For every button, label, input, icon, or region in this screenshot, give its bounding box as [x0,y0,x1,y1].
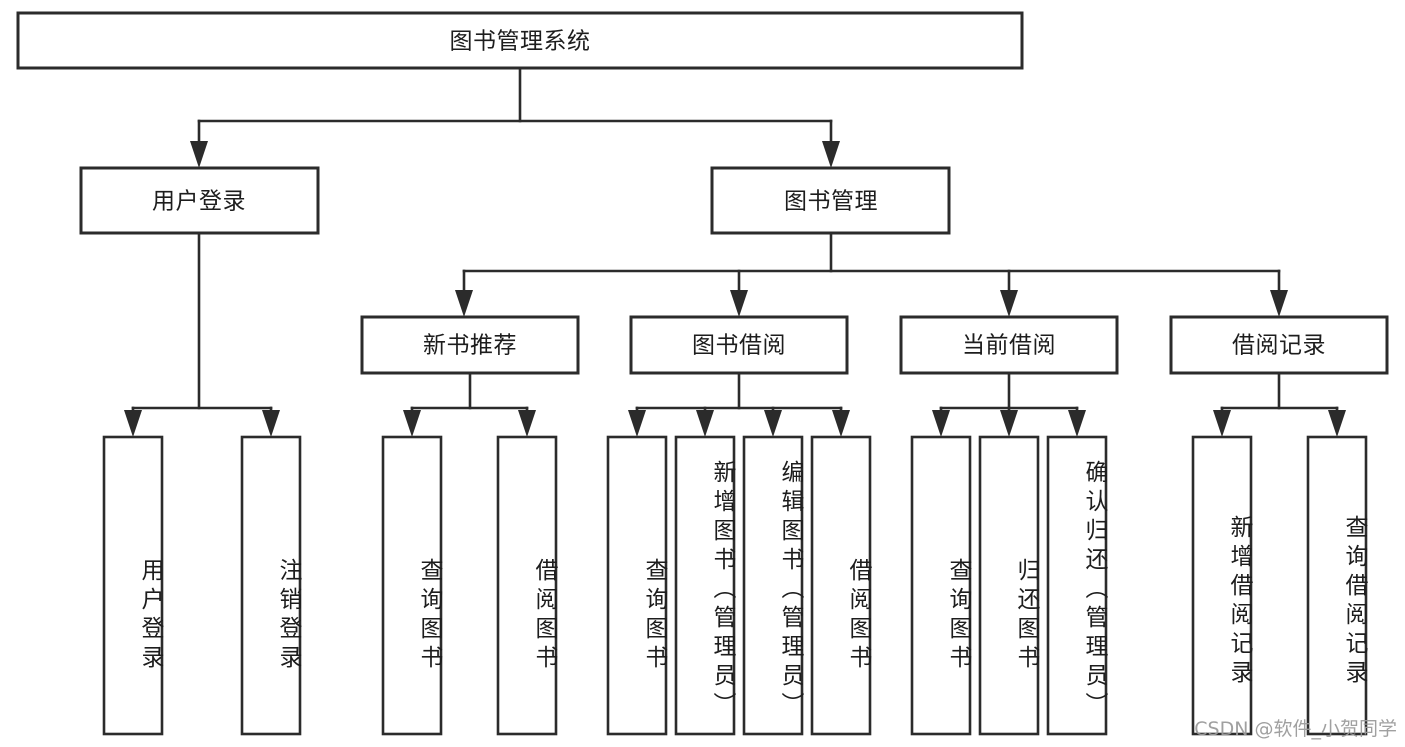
node-current-borrow[interactable]: 当前借阅 [899,315,1119,375]
node-borrow-record[interactable]: 借阅记录 [1169,315,1389,375]
arrow-bookborrow-leaf-2 [696,410,714,437]
node-book-borrow-box[interactable] [629,315,849,375]
node-book-management-box[interactable] [710,166,951,235]
arrow-currentborrow-leaf-3 [1068,410,1086,437]
leaf-box-book-borrow-4[interactable] [810,435,872,736]
leaf-box-borrow-record-2[interactable] [1306,435,1368,736]
leaf-box-book-borrow-3[interactable] [742,435,804,736]
node-book-management-label: 图书管理 [784,189,878,215]
arrow-to-book-borrow [730,290,748,317]
arrow-bookborrow-leaf-3 [764,410,782,437]
node-borrow-record-label: 借阅记录 [1232,333,1326,359]
arrow-bookborrow-leaf-4 [832,410,850,437]
node-current-borrow-box[interactable] [899,315,1119,375]
arrow-to-new-book [455,290,473,317]
arrow-to-current-borrow [1000,290,1018,317]
leaf-group-new-book-recommend [381,435,558,736]
connector-group-borrow-record [1213,371,1346,437]
node-root[interactable]: 图书管理系统 [16,11,1024,70]
node-current-borrow-label: 当前借阅 [962,333,1056,359]
arrow-currentborrow-leaf-1 [932,410,950,437]
arrow-to-user-login [190,141,208,168]
leaf-group-current-borrow [910,435,1108,736]
node-new-book-recommend-box[interactable] [360,315,580,375]
leaf-group-user-login [102,435,302,736]
arrow-borrowrecord-leaf-1 [1213,410,1231,437]
leaf-box-new-book-2[interactable] [496,435,558,736]
arrow-currentborrow-leaf-2 [1000,410,1018,437]
connector-group-user-login [124,231,280,437]
leaf-group-borrow-record [1191,435,1368,736]
leaf-box-current-borrow-3[interactable] [1046,435,1108,736]
connector-group-new-book [403,371,536,437]
connector-group-root [190,66,840,168]
leaf-box-current-borrow-1[interactable] [910,435,972,736]
connector-group-book-borrow [628,371,850,437]
node-borrow-record-box[interactable] [1169,315,1389,375]
node-book-borrow[interactable]: 图书借阅 [629,315,849,375]
node-new-book-recommend[interactable]: 新书推荐 [360,315,580,375]
arrow-bookborrow-leaf-1 [628,410,646,437]
node-user-login[interactable]: 用户登录 [79,166,320,235]
arrow-userlogin-leaf-2 [262,410,280,437]
leaf-group-book-borrow [606,435,872,736]
node-book-management[interactable]: 图书管理 [710,166,951,235]
connector-group-current-borrow [932,371,1086,437]
node-user-login-box[interactable] [79,166,320,235]
arrow-borrowrecord-leaf-2 [1328,410,1346,437]
connector-group-book-mgmt [455,231,1288,317]
leaf-box-user-login-2[interactable] [240,435,302,736]
arrow-newbook-leaf-1 [403,410,421,437]
arrow-userlogin-leaf-1 [124,410,142,437]
leaf-box-borrow-record-1[interactable] [1191,435,1253,736]
arrow-newbook-leaf-2 [518,410,536,437]
leaf-box-current-borrow-2[interactable] [978,435,1040,736]
leaf-box-book-borrow-1[interactable] [606,435,668,736]
leaf-box-user-login-1[interactable] [102,435,164,736]
node-book-borrow-label: 图书借阅 [692,333,786,359]
csdn-watermark: CSDN @软件_小贺同学 [1194,718,1397,740]
leaf-box-new-book-1[interactable] [381,435,443,736]
node-root-box[interactable] [16,11,1024,70]
arrow-to-book-mgmt [822,141,840,168]
node-root-label: 图书管理系统 [450,29,591,55]
arrow-to-borrow-record [1270,290,1288,317]
node-new-book-recommend-label: 新书推荐 [423,333,517,359]
node-user-login-label: 用户登录 [152,189,246,215]
leaf-box-book-borrow-2[interactable] [674,435,736,736]
